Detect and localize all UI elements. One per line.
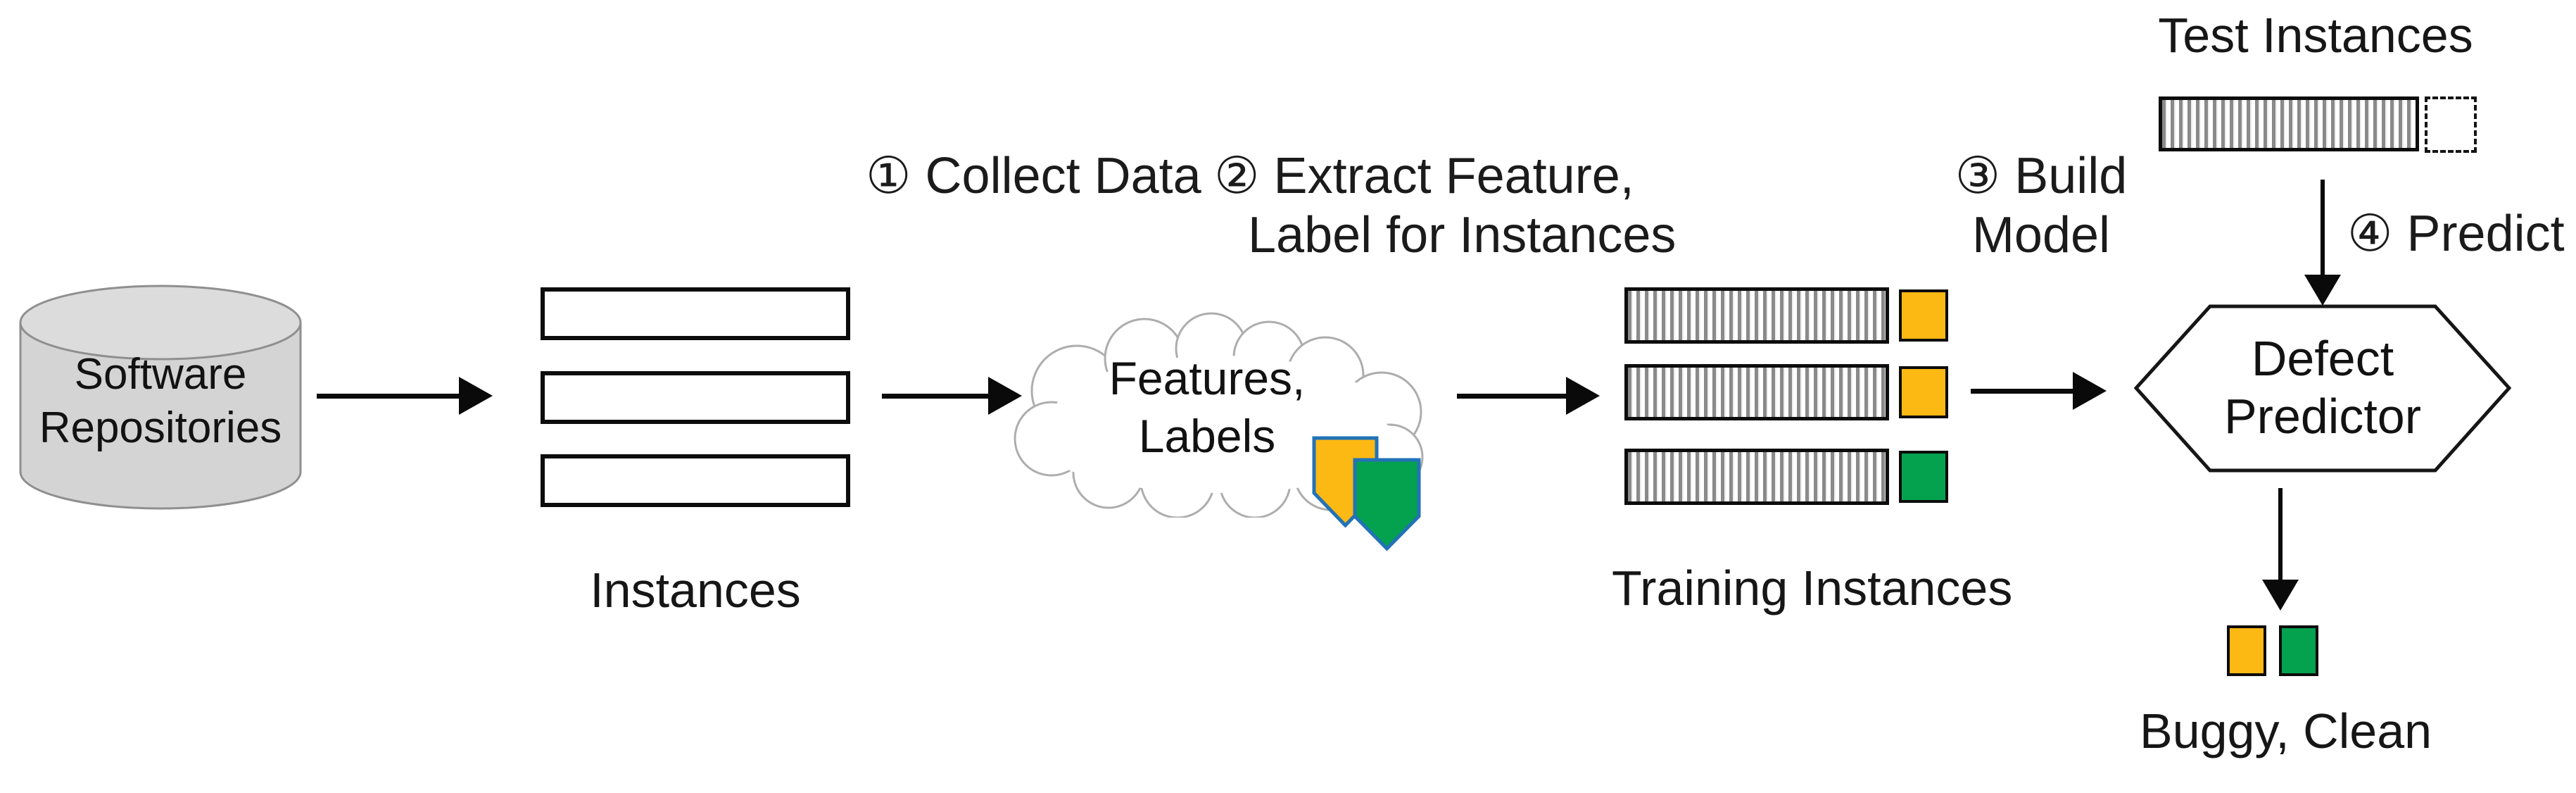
- cylinder-body: [19, 323, 302, 510]
- training-instance-row-3: [1624, 449, 1889, 505]
- training-label-square-3: [1899, 451, 1948, 503]
- defect-predictor-label: Defect Predictor: [2136, 330, 2509, 445]
- step4-predict-label: ④ Predict: [2347, 206, 2565, 262]
- clean-shield-shape: [1353, 458, 1421, 551]
- arrow-instances-to-cloud-line: [882, 394, 992, 399]
- arrow-cloud-to-training-head: [1566, 377, 1600, 415]
- cloud-body-lower: [1040, 392, 1399, 493]
- arrow-test-to-predictor-line: [2321, 180, 2325, 276]
- clean-label-shield-icon: [1353, 458, 1421, 551]
- hexagon-shape: [2134, 304, 2511, 473]
- software-repositories-line1: Software: [74, 350, 247, 399]
- cloud-label-line2: Labels: [1138, 410, 1276, 462]
- cylinder-top: [19, 285, 302, 361]
- instances-label: Instances: [590, 563, 801, 618]
- result-buggy-square: [2227, 625, 2266, 676]
- arrow-instances-to-cloud-head: [988, 377, 1022, 415]
- arrow-repo-to-instances-head: [459, 377, 493, 415]
- arrow-training-to-predictor-head: [2073, 372, 2107, 410]
- arrow-training-to-predictor-line: [1971, 389, 2075, 394]
- step3-line2: Model: [1971, 207, 2111, 263]
- step3-build-model-label: ③ Build Model: [1943, 146, 2140, 265]
- step2-line1: ② Extract Feature,: [1214, 148, 1634, 204]
- step3-line1: ③ Build: [1955, 148, 2128, 204]
- step2-line2: Label for Instances: [1248, 207, 1677, 263]
- unknown-label-dashed-square: [2425, 96, 2477, 153]
- defect-predictor-hexagon: [2134, 304, 2511, 473]
- training-label-square-1: [1899, 289, 1948, 342]
- step1-collect-data-label: ① Collect Data: [866, 148, 1201, 204]
- arrow-predictor-to-result-head: [2262, 580, 2299, 611]
- software-repositories-line2: Repositories: [39, 404, 282, 452]
- cloud-label-line1: Features,: [1109, 352, 1306, 404]
- cloud-label: Features, Labels: [1006, 349, 1408, 465]
- buggy-clean-label: Buggy, Clean: [2140, 704, 2432, 758]
- training-instance-row-2: [1624, 364, 1889, 420]
- features-labels-cloud: [1014, 312, 1424, 518]
- step2-extract-feature-label: ② Extract Feature, Label for Instances: [1214, 146, 1676, 265]
- test-instances-label: Test Instances: [2158, 8, 2473, 63]
- arrow-test-to-predictor-head: [2304, 275, 2341, 306]
- training-instance-row-1: [1624, 287, 1889, 344]
- defect-predictor-line2: Predictor: [2223, 389, 2422, 444]
- arrow-cloud-to-training-line: [1457, 394, 1568, 399]
- defect-predictor-line1: Defect: [2251, 331, 2394, 386]
- training-label-square-2: [1899, 366, 1948, 418]
- instance-rect-2: [541, 371, 850, 424]
- software-repositories-label: Software Repositories: [15, 348, 305, 455]
- test-instance-row: [2159, 96, 2419, 151]
- instance-rect-1: [541, 287, 850, 340]
- arrow-predictor-to-result-line: [2278, 488, 2283, 581]
- arrow-repo-to-instances-line: [317, 394, 463, 399]
- result-clean-square: [2279, 625, 2318, 676]
- instance-rect-3: [541, 454, 850, 507]
- software-repositories-cylinder: [19, 285, 302, 510]
- training-instances-label: Training Instances: [1612, 561, 2013, 616]
